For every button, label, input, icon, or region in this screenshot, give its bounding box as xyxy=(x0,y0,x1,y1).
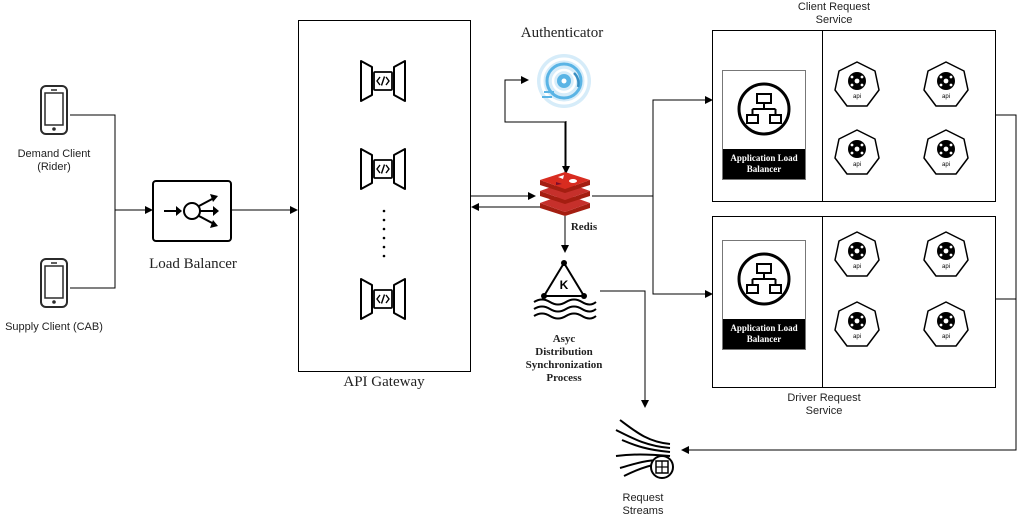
load-balancer-icon xyxy=(152,180,232,242)
async-process-line3: Synchronization xyxy=(525,359,603,371)
api-code-icon xyxy=(360,148,406,190)
api-badge: api xyxy=(942,94,950,100)
client-api-node: api xyxy=(833,60,881,108)
vertical-ellipsis-icon xyxy=(382,209,386,258)
driver-api-node: api xyxy=(833,300,881,348)
supply-client-label: Supply Client (CAB) xyxy=(5,321,103,333)
client-api-node: api xyxy=(922,128,970,176)
client-api-node: api xyxy=(833,128,881,176)
gateway-endpoint-3 xyxy=(358,276,408,322)
redis xyxy=(536,172,594,216)
api-badge: api xyxy=(853,162,861,168)
driver-alb-caption-line1: Application Load xyxy=(730,323,798,333)
api-hexagon-icon: api xyxy=(923,231,969,277)
demand-client xyxy=(36,84,72,138)
load-balancer xyxy=(152,180,232,242)
supply-to-lb-line xyxy=(70,210,116,289)
gateway-endpoint-1 xyxy=(358,58,408,104)
api-hexagon-icon: api xyxy=(923,301,969,347)
api-badge: api xyxy=(853,264,861,270)
api-code-icon xyxy=(360,278,406,320)
fingerprint-lock-icon xyxy=(537,54,591,108)
demand-to-lb-line xyxy=(70,114,153,214)
client-service-title-line1: Client Request xyxy=(797,1,871,13)
driver-service-title-line2: Service xyxy=(805,405,843,417)
authenticator xyxy=(530,52,596,110)
client-service-title: Client Request Service xyxy=(772,1,896,27)
request-streams xyxy=(612,412,678,484)
api-badge: api xyxy=(942,264,950,270)
request-streams-line1: Request xyxy=(622,492,664,504)
client-alb-caption: Application Load Balancer xyxy=(723,149,805,179)
supply-client xyxy=(36,257,72,311)
load-balancer-label: Load Balancer xyxy=(149,256,237,272)
network-hierarchy-icon xyxy=(737,252,791,306)
client-api-node: api xyxy=(922,60,970,108)
api-gateway-label: API Gateway xyxy=(343,374,425,390)
api-badge: api xyxy=(942,162,950,168)
driver-alb-caption: Application Load Balancer xyxy=(723,319,805,349)
services-to-streams-line xyxy=(681,114,1017,454)
gateway-endpoint-2 xyxy=(358,146,408,192)
svg-text:K: K xyxy=(560,278,569,292)
async-process-line1: Asyc xyxy=(552,333,576,345)
request-streams-label: Request Streams xyxy=(600,492,686,518)
api-badge: api xyxy=(853,94,861,100)
authenticator-label: Authenticator xyxy=(520,25,604,41)
demand-client-label-line2: (Rider) xyxy=(37,161,71,173)
driver-service-divider xyxy=(822,216,823,387)
api-hexagon-icon: api xyxy=(834,129,880,175)
api-badge: api xyxy=(853,334,861,340)
client-service-divider xyxy=(822,30,823,201)
redis-to-auth-line xyxy=(504,76,566,176)
api-hexagon-icon: api xyxy=(923,129,969,175)
gateway-ellipsis xyxy=(380,208,388,260)
driver-service-title: Driver Request Service xyxy=(762,392,886,418)
demand-client-label: Demand Client (Rider) xyxy=(2,148,106,174)
async-process-line2: Distribution xyxy=(535,346,593,358)
driver-alb: Application Load Balancer xyxy=(722,240,806,350)
async-process-line4: Process xyxy=(546,372,582,384)
api-hexagon-icon: api xyxy=(834,61,880,107)
async-to-streams-line xyxy=(600,290,649,408)
driver-api-node: api xyxy=(833,230,881,278)
driver-service-title-line1: Driver Request xyxy=(787,392,861,404)
async-process-label: Asyc Distribution Synchronization Proces… xyxy=(506,333,622,385)
driver-api-node: api xyxy=(922,300,970,348)
redis-to-client-service-line xyxy=(592,96,713,197)
client-alb: Application Load Balancer xyxy=(722,70,806,180)
driver-api-node: api xyxy=(922,230,970,278)
client-service-title-line2: Service xyxy=(815,14,853,26)
mobile-phone-icon xyxy=(40,258,68,308)
api-code-icon xyxy=(360,60,406,102)
redis-label: Redis xyxy=(570,221,598,233)
redis-icon xyxy=(540,172,590,216)
request-streams-line2: Streams xyxy=(622,505,664,517)
driver-alb-caption-line2: Balancer xyxy=(746,334,782,344)
api-badge: api xyxy=(942,334,950,340)
client-alb-caption-line2: Balancer xyxy=(746,164,782,174)
api-hexagon-icon: api xyxy=(834,301,880,347)
kafka-stream-icon: K xyxy=(533,260,597,320)
api-hexagon-icon: api xyxy=(834,231,880,277)
data-stream-icon xyxy=(615,419,674,479)
mobile-phone-icon xyxy=(40,85,68,135)
demand-client-label-line1: Demand Client xyxy=(17,148,91,160)
redis-to-driver-service-line xyxy=(652,196,713,298)
network-hierarchy-icon xyxy=(737,82,791,136)
async-process: K xyxy=(530,258,598,322)
api-hexagon-icon: api xyxy=(923,61,969,107)
client-alb-caption-line1: Application Load xyxy=(730,153,798,163)
